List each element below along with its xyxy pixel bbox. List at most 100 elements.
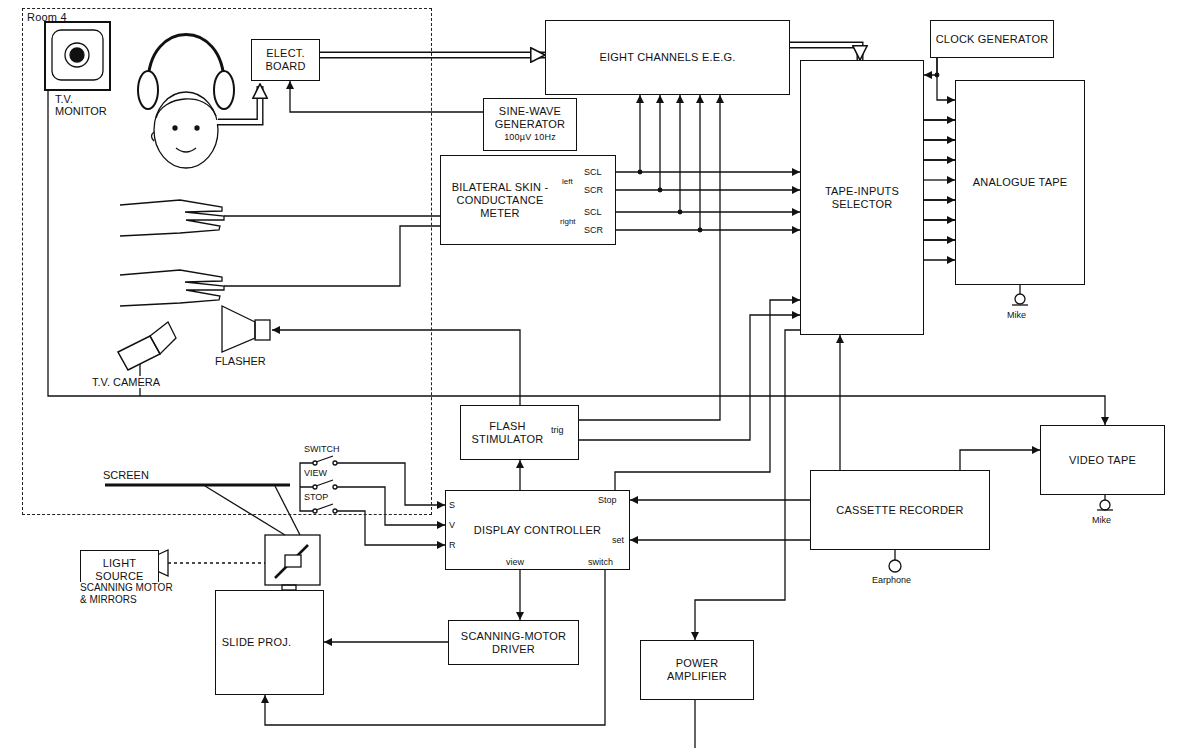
- port-name: R: [449, 539, 456, 551]
- connector-group: [320, 55, 545, 56]
- box-title: TAPE-INPUTS SELECTOR: [805, 185, 919, 211]
- connector-group: [579, 315, 800, 440]
- device-label: Earphone: [872, 574, 911, 586]
- text-holder: ANALOGUE TAPE: [969, 173, 1072, 192]
- connector-group: [840, 335, 841, 470]
- eeg-box: EIGHT CHANNELS E.E.G.: [545, 20, 790, 95]
- device-label: T.V. CAMERA: [92, 376, 160, 388]
- bus-arrow: [320, 52, 545, 59]
- connector-group: [616, 230, 800, 231]
- switch-label: SWITCH: [304, 443, 340, 455]
- signal-wire: [924, 58, 937, 75]
- signal-wire: [616, 229, 800, 230]
- switch-label: VIEW: [304, 467, 327, 479]
- signal-wire: [519, 460, 520, 490]
- box-title: SLIDE PROJ.: [221, 636, 292, 649]
- box-title: CLOCK GENERATOR: [936, 33, 1049, 46]
- signal-wire: [937, 58, 955, 100]
- box-title: SINE-WAVE GENERATOR: [488, 105, 572, 131]
- port-name: view: [506, 556, 524, 568]
- channel-side: right: [560, 216, 576, 228]
- connector-group: [615, 300, 800, 490]
- signal-wire: [630, 499, 810, 500]
- signal-wire: [616, 95, 640, 172]
- box-title: ANALOGUE TAPE: [973, 176, 1068, 189]
- text-holder: SINE-WAVE GENERATOR100µV 10Hz: [484, 102, 576, 147]
- connector-group: [695, 330, 800, 640]
- signal-wire: [579, 315, 800, 440]
- connector-group: [616, 95, 640, 172]
- text-holder: ELECT. BOARD: [252, 44, 319, 76]
- switch-symbol: [300, 456, 337, 513]
- text-holder: VIDEO TAPE: [1065, 451, 1140, 470]
- subject-head: [138, 35, 234, 169]
- recorder-box: CASSETTE RECORDER: [810, 470, 990, 550]
- box-title: BILATERAL SKIN - CONDUCTANCE METER: [446, 181, 554, 220]
- signal-wire: [519, 570, 520, 620]
- port-name: trig: [551, 424, 564, 436]
- box-title: POWER AMPLIFIER: [645, 657, 749, 683]
- box-title: EIGHT CHANNELS E.E.G.: [599, 51, 735, 64]
- text-holder: DISPLAY CONTROLLER: [470, 521, 605, 540]
- box-title: LIGHT SOURCE: [85, 557, 154, 583]
- tape-box: VIDEO TAPE: [1040, 425, 1165, 495]
- hand: [120, 270, 224, 306]
- box-title: ELECT. BOARD: [256, 47, 315, 73]
- text-holder: EIGHT CHANNELS E.E.G.: [595, 48, 739, 67]
- text-holder: CLOCK GENERATOR: [932, 30, 1053, 49]
- connector-group: [924, 58, 937, 75]
- box-note: 100µV 10Hz: [488, 131, 572, 144]
- device-label: FLASHER: [215, 355, 266, 367]
- box-title: CASSETTE RECORDER: [836, 504, 963, 517]
- selector-box: TAPE-INPUTS SELECTOR: [800, 60, 924, 335]
- lamp: [155, 550, 265, 576]
- connector-group: [520, 460, 521, 490]
- connector-group: [937, 58, 955, 100]
- scanning-mirrors: [265, 535, 320, 590]
- device-label: SCANNING MOTOR & MIRRORS: [80, 582, 175, 606]
- device-label: Mike: [1007, 309, 1026, 321]
- box-title: FLASH STIMULATOR: [466, 420, 549, 446]
- tv-monitor: [45, 22, 110, 90]
- projector-box: SLIDE PROJ.: [215, 590, 324, 695]
- amplifier-box: POWER AMPLIFIER: [640, 640, 754, 700]
- bus-arrow-core: [320, 53, 545, 57]
- connector-group: [290, 81, 483, 112]
- connector-group: [630, 500, 810, 501]
- switch-label: STOP: [304, 491, 328, 503]
- signal-name: SCR: [584, 184, 603, 196]
- connector-group: [324, 642, 448, 643]
- device-label: Mike: [1092, 514, 1111, 526]
- text-holder: Room 4: [27, 11, 67, 24]
- signal-name: SCL: [584, 206, 602, 218]
- text-holder: CASSETTE RECORDER: [832, 501, 967, 520]
- port-name: set: [612, 534, 624, 546]
- signal-name: SCR: [584, 224, 603, 236]
- text-holder: TAPE-INPUTS SELECTOR: [801, 182, 923, 214]
- box-title: VIDEO TAPE: [1069, 454, 1136, 467]
- connector-group: [790, 45, 860, 60]
- earphone: [889, 550, 901, 572]
- connector-group: [960, 450, 1040, 470]
- signal-wire: [579, 95, 720, 420]
- channel-side: left: [562, 176, 573, 188]
- hand: [120, 200, 224, 236]
- signal-wire: [695, 330, 800, 640]
- port-name: switch: [588, 556, 613, 568]
- port-name: Stop: [598, 494, 617, 506]
- signal-wire: [290, 81, 483, 112]
- text-holder: POWER AMPLIFIER: [641, 654, 753, 686]
- device-label: SCREEN: [103, 469, 149, 481]
- signal-wire: [324, 641, 448, 642]
- port-name: V: [449, 519, 455, 531]
- clock-box: CLOCK GENERATOR: [930, 20, 1054, 58]
- signal-wire: [615, 300, 800, 490]
- signal-wire: [839, 335, 840, 470]
- screen: [105, 484, 290, 487]
- box-title: Room 4: [27, 11, 67, 24]
- connector-group: [579, 95, 720, 420]
- connector-group: [520, 570, 521, 620]
- signal-name: SCL: [584, 166, 602, 178]
- tape-box: ANALOGUE TAPE: [955, 80, 1085, 285]
- port-name: S: [449, 499, 455, 511]
